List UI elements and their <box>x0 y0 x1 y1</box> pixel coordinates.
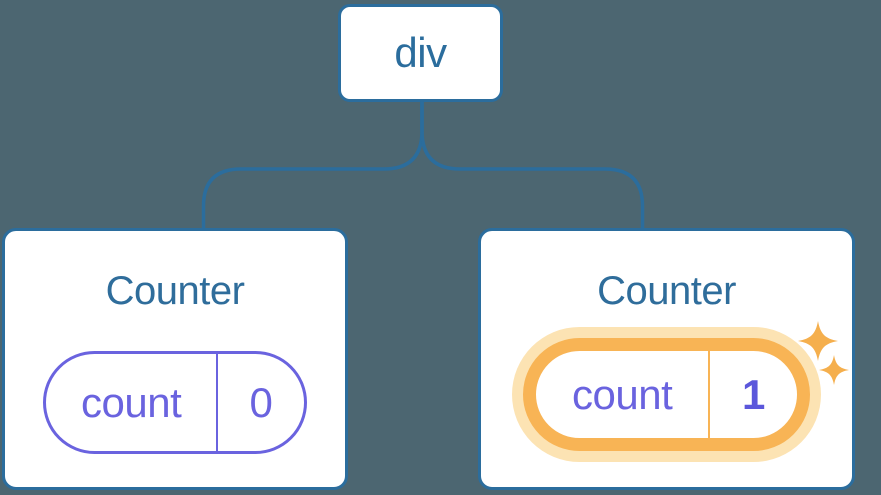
state-value-left: 0 <box>216 354 304 451</box>
state-value-right: 1 <box>708 351 797 438</box>
state-key-label-left: count <box>81 378 182 426</box>
component-title-right: Counter <box>597 269 736 313</box>
state-pill-left: count 0 <box>43 351 307 454</box>
state-key-label-right: count <box>572 370 673 418</box>
tree-node-div: div <box>338 4 503 102</box>
connector-left-branch <box>201 101 424 229</box>
tree-node-div-label: div <box>394 29 447 76</box>
state-pill-right-highlighted: count 1 <box>523 338 810 451</box>
counter-card-left: Counter count 0 <box>2 228 348 490</box>
component-title-left: Counter <box>105 269 245 313</box>
connector-right-branch <box>420 101 645 229</box>
counter-card-right: Counter count 1 <box>478 228 855 490</box>
